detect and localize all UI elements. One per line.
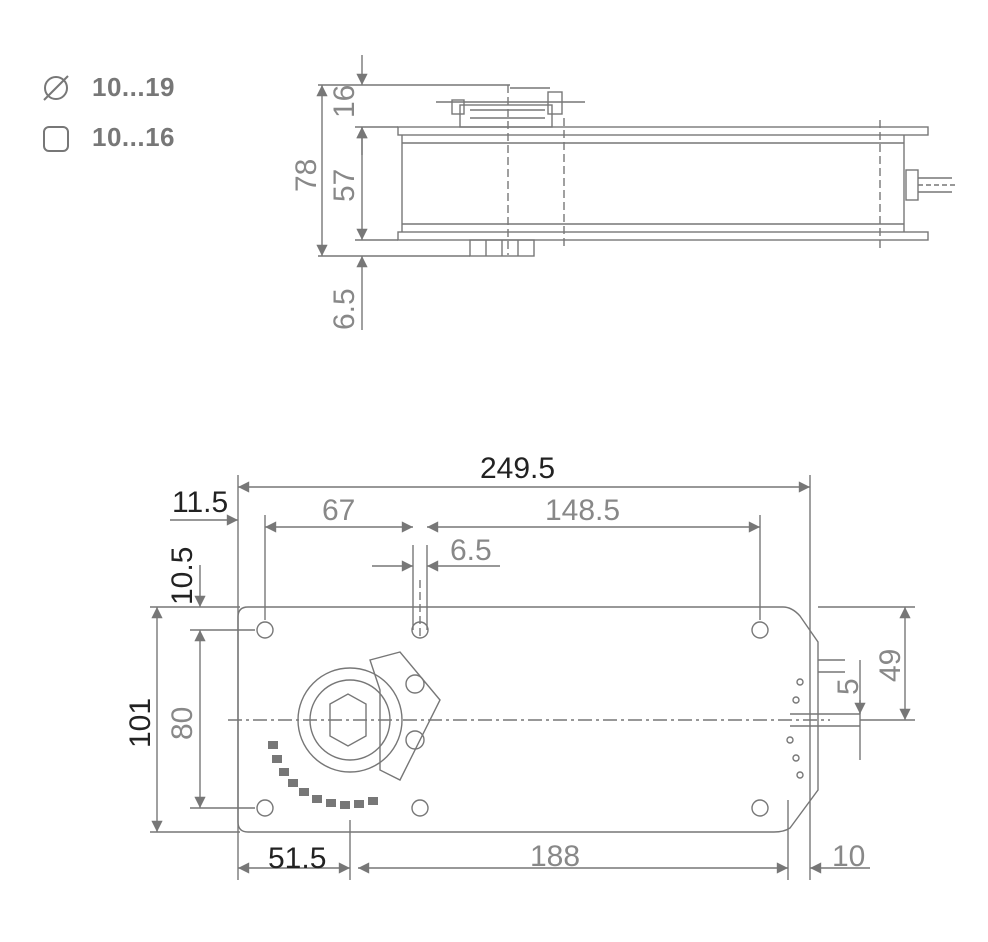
mount-hole (256, 621, 274, 639)
dim-10-5: 10.5 (166, 547, 199, 605)
side-cable-gland (905, 169, 919, 201)
dim-148-5: 148.5 (545, 494, 620, 527)
square-shaft-range: 10...16 (92, 122, 176, 152)
round-shaft-range: 10...19 (92, 72, 176, 102)
diameter-symbol-icon (43, 75, 69, 101)
dim-249-5: 249.5 (480, 452, 555, 485)
mount-hole (411, 621, 429, 639)
dim-80: 80 (166, 707, 199, 740)
dim-6-5-side: 6.5 (328, 288, 361, 330)
dim-10: 10 (832, 840, 865, 873)
shaft-hub (297, 667, 403, 773)
top-view (150, 475, 915, 880)
shaft-clamp-opening (329, 693, 367, 747)
side-view (316, 55, 958, 330)
clamp-nut (405, 674, 425, 694)
dim-78: 78 (290, 159, 323, 192)
side-bottom-plate (397, 231, 929, 241)
dim-16: 16 (328, 85, 361, 118)
mount-hole (751, 621, 769, 639)
dim-5: 5 (832, 678, 865, 695)
dim-49: 49 (874, 649, 907, 682)
mount-hole (256, 799, 274, 817)
dim-101: 101 (124, 698, 157, 748)
dim-51-5: 51.5 (268, 842, 326, 875)
dim-57: 57 (328, 169, 361, 202)
rotation-scale (268, 741, 378, 809)
dim-67: 67 (322, 494, 355, 527)
dim-188: 188 (530, 840, 580, 873)
mount-hole (411, 799, 429, 817)
side-top-plate (397, 126, 929, 136)
mount-hole (751, 799, 769, 817)
dim-6-5-top: 6.5 (450, 534, 492, 567)
side-shaft-clamp (459, 104, 553, 128)
dim-11-5: 11.5 (172, 486, 228, 519)
clamp-nut (405, 730, 425, 750)
square-symbol-icon (43, 126, 69, 152)
